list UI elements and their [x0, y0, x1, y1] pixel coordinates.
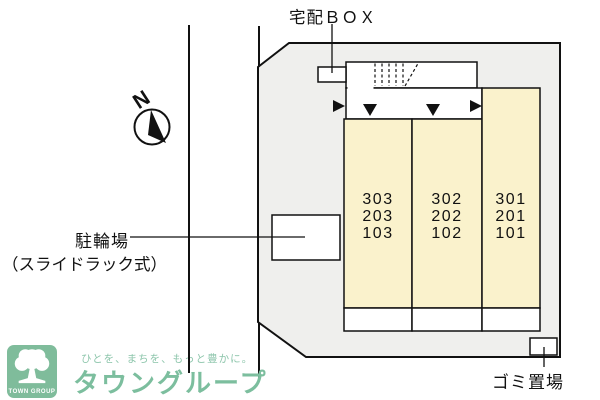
- room-number: 103: [362, 225, 394, 242]
- unit-block-301-201-101: [481, 87, 541, 309]
- logo-brand-name: タウングループ: [73, 368, 268, 398]
- delivery-box-label: 宅配ＢＯＸ: [289, 9, 377, 27]
- unit-block-302-202-102: [411, 118, 483, 309]
- room-number: 101: [495, 225, 527, 242]
- room-number: 202: [431, 208, 463, 225]
- balcony-2: [411, 307, 483, 332]
- down-arrow-icon: [426, 104, 440, 116]
- room-number: 203: [362, 208, 394, 225]
- bicycle-parking-label: 駐輪場: [75, 232, 129, 251]
- down-arrow-icon: [363, 104, 377, 116]
- room-number: 301: [495, 191, 527, 208]
- leader-lines: [130, 24, 545, 367]
- entrance-arrows: [333, 100, 482, 116]
- town-group-badge-text: TOWN GROUP: [8, 389, 56, 395]
- room-number: 102: [431, 225, 463, 242]
- right-arrow-icon: [470, 100, 482, 112]
- room-number: 201: [495, 208, 527, 225]
- right-arrow-icon: [333, 100, 345, 112]
- town-group-badge: TOWN GROUP: [7, 345, 57, 398]
- unit-block-303-203-103: [343, 118, 413, 309]
- bicycle-parking-sub-label: （スライドラック式）: [2, 256, 167, 274]
- stair-treads: [374, 63, 419, 87]
- tree-icon: [14, 349, 50, 384]
- compass-needle-icon: [148, 110, 166, 143]
- room-numbers-column-3: 301 201 101: [482, 191, 540, 242]
- road-edge-line-outer: [188, 25, 190, 373]
- compass: N: [129, 86, 171, 146]
- room-number: 302: [431, 191, 463, 208]
- room-number: 303: [362, 191, 394, 208]
- room-numbers-column-1: 303 203 103: [344, 191, 412, 242]
- balcony-1: [343, 307, 413, 332]
- corridor: [345, 87, 483, 120]
- balcony-3: [481, 307, 541, 332]
- stair-corridor-opening: [347, 86, 374, 90]
- logo-tagline: ひとを、まちを、もっと豊かに。: [81, 353, 254, 365]
- garbage-area-label: ゴミ置場: [492, 373, 564, 392]
- room-numbers-column-2: 302 202 102: [412, 191, 482, 242]
